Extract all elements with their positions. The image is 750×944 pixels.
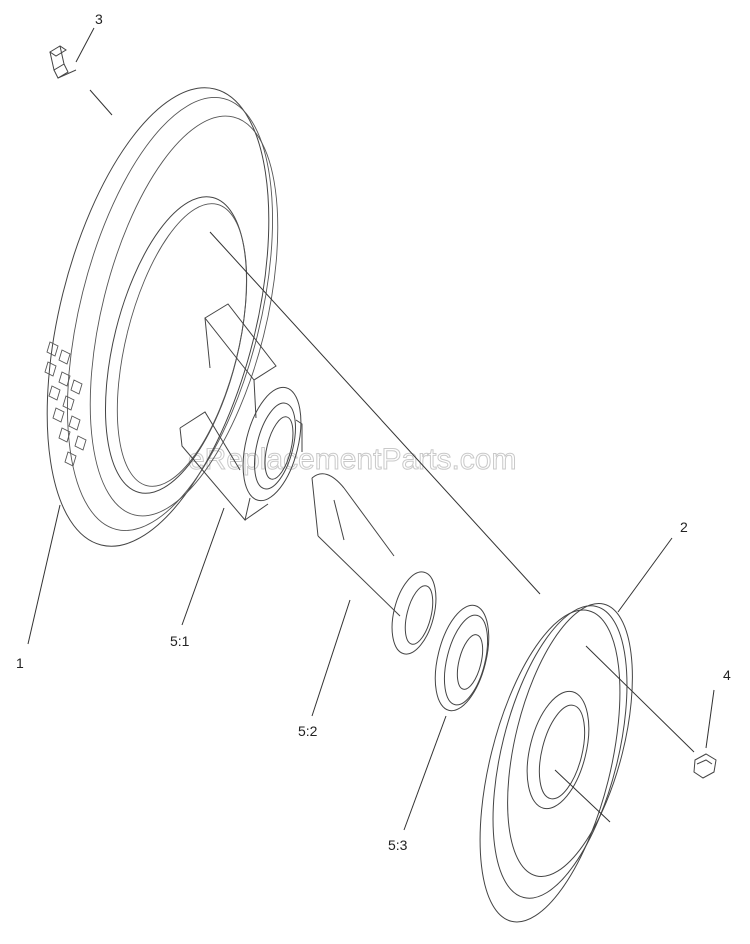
callout-4: 4 xyxy=(723,667,731,683)
callout-3: 3 xyxy=(95,11,103,27)
tire-part xyxy=(44,87,279,547)
hub-part xyxy=(479,603,633,923)
tread-pattern xyxy=(44,341,87,467)
callout-5-1: 5:1 xyxy=(170,633,190,649)
bearing-housing-part xyxy=(179,303,303,522)
washer-part xyxy=(434,604,490,712)
callout-2: 2 xyxy=(680,519,688,535)
callout-5-3: 5:3 xyxy=(388,837,408,853)
callout-5-2: 5:2 xyxy=(298,723,318,739)
nut-part xyxy=(693,753,717,779)
leader-lines xyxy=(27,27,715,831)
assembly-lines xyxy=(209,231,695,823)
watermark-text: eReplacementParts.com xyxy=(188,443,516,476)
valve-stem-part xyxy=(49,45,77,79)
axle-sleeve-part xyxy=(311,473,437,655)
callout-1: 1 xyxy=(16,655,24,671)
